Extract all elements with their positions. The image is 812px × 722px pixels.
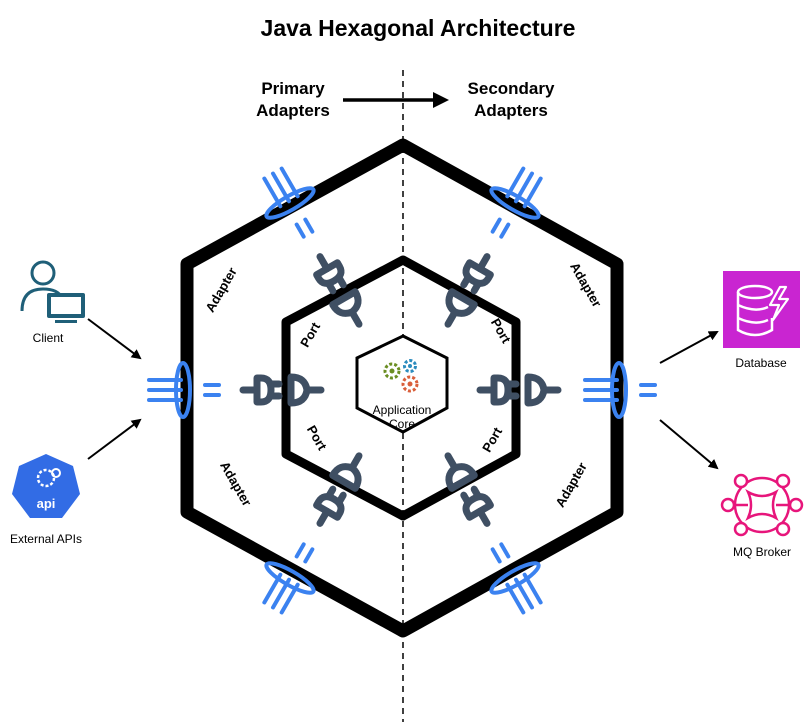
mq-broker-icon [720, 473, 804, 537]
secondary-adapters-line2: Adapters [474, 101, 548, 120]
primary-adapters-line2: Adapters [256, 101, 330, 120]
primary-adapters-line1: Primary [261, 79, 325, 98]
arrow-adapter-to-database [659, 331, 719, 364]
adapter-label-upper-left: Adapter [202, 265, 240, 315]
arrow-apis-to-adapter [87, 418, 142, 460]
api-badge-text: api [37, 496, 56, 511]
database-icon [723, 271, 800, 348]
adapter-label-lower-right: Adapter [552, 460, 590, 510]
secondary-adapters-line1: Secondary [468, 79, 555, 98]
mq-broker-label: MQ Broker [733, 545, 791, 559]
adapter-label-lower-left: Adapter [217, 459, 255, 509]
core-label-line2: Core [389, 417, 415, 431]
api-icon: api [12, 454, 80, 518]
database-label: Database [735, 356, 787, 370]
adapter-hexagon [180, 138, 624, 638]
adapter-label-upper-right: Adapter [567, 260, 605, 310]
port-hexagon [281, 255, 521, 521]
port-label-lower-right: Port [479, 424, 505, 455]
external-apis-label: External APIs [10, 532, 82, 546]
client-icon [20, 260, 85, 323]
port-label-upper-left: Port [297, 319, 323, 350]
client-label: Client [33, 331, 64, 345]
diagram-title: Java Hexagonal Architecture [261, 15, 576, 41]
arrow-adapter-to-mq-broker [659, 419, 719, 470]
gears-icon [383, 359, 419, 393]
arrow-client-to-adapter [87, 318, 142, 360]
port-label-lower-left: Port [304, 423, 330, 454]
core-label-line1: Application [373, 403, 432, 417]
